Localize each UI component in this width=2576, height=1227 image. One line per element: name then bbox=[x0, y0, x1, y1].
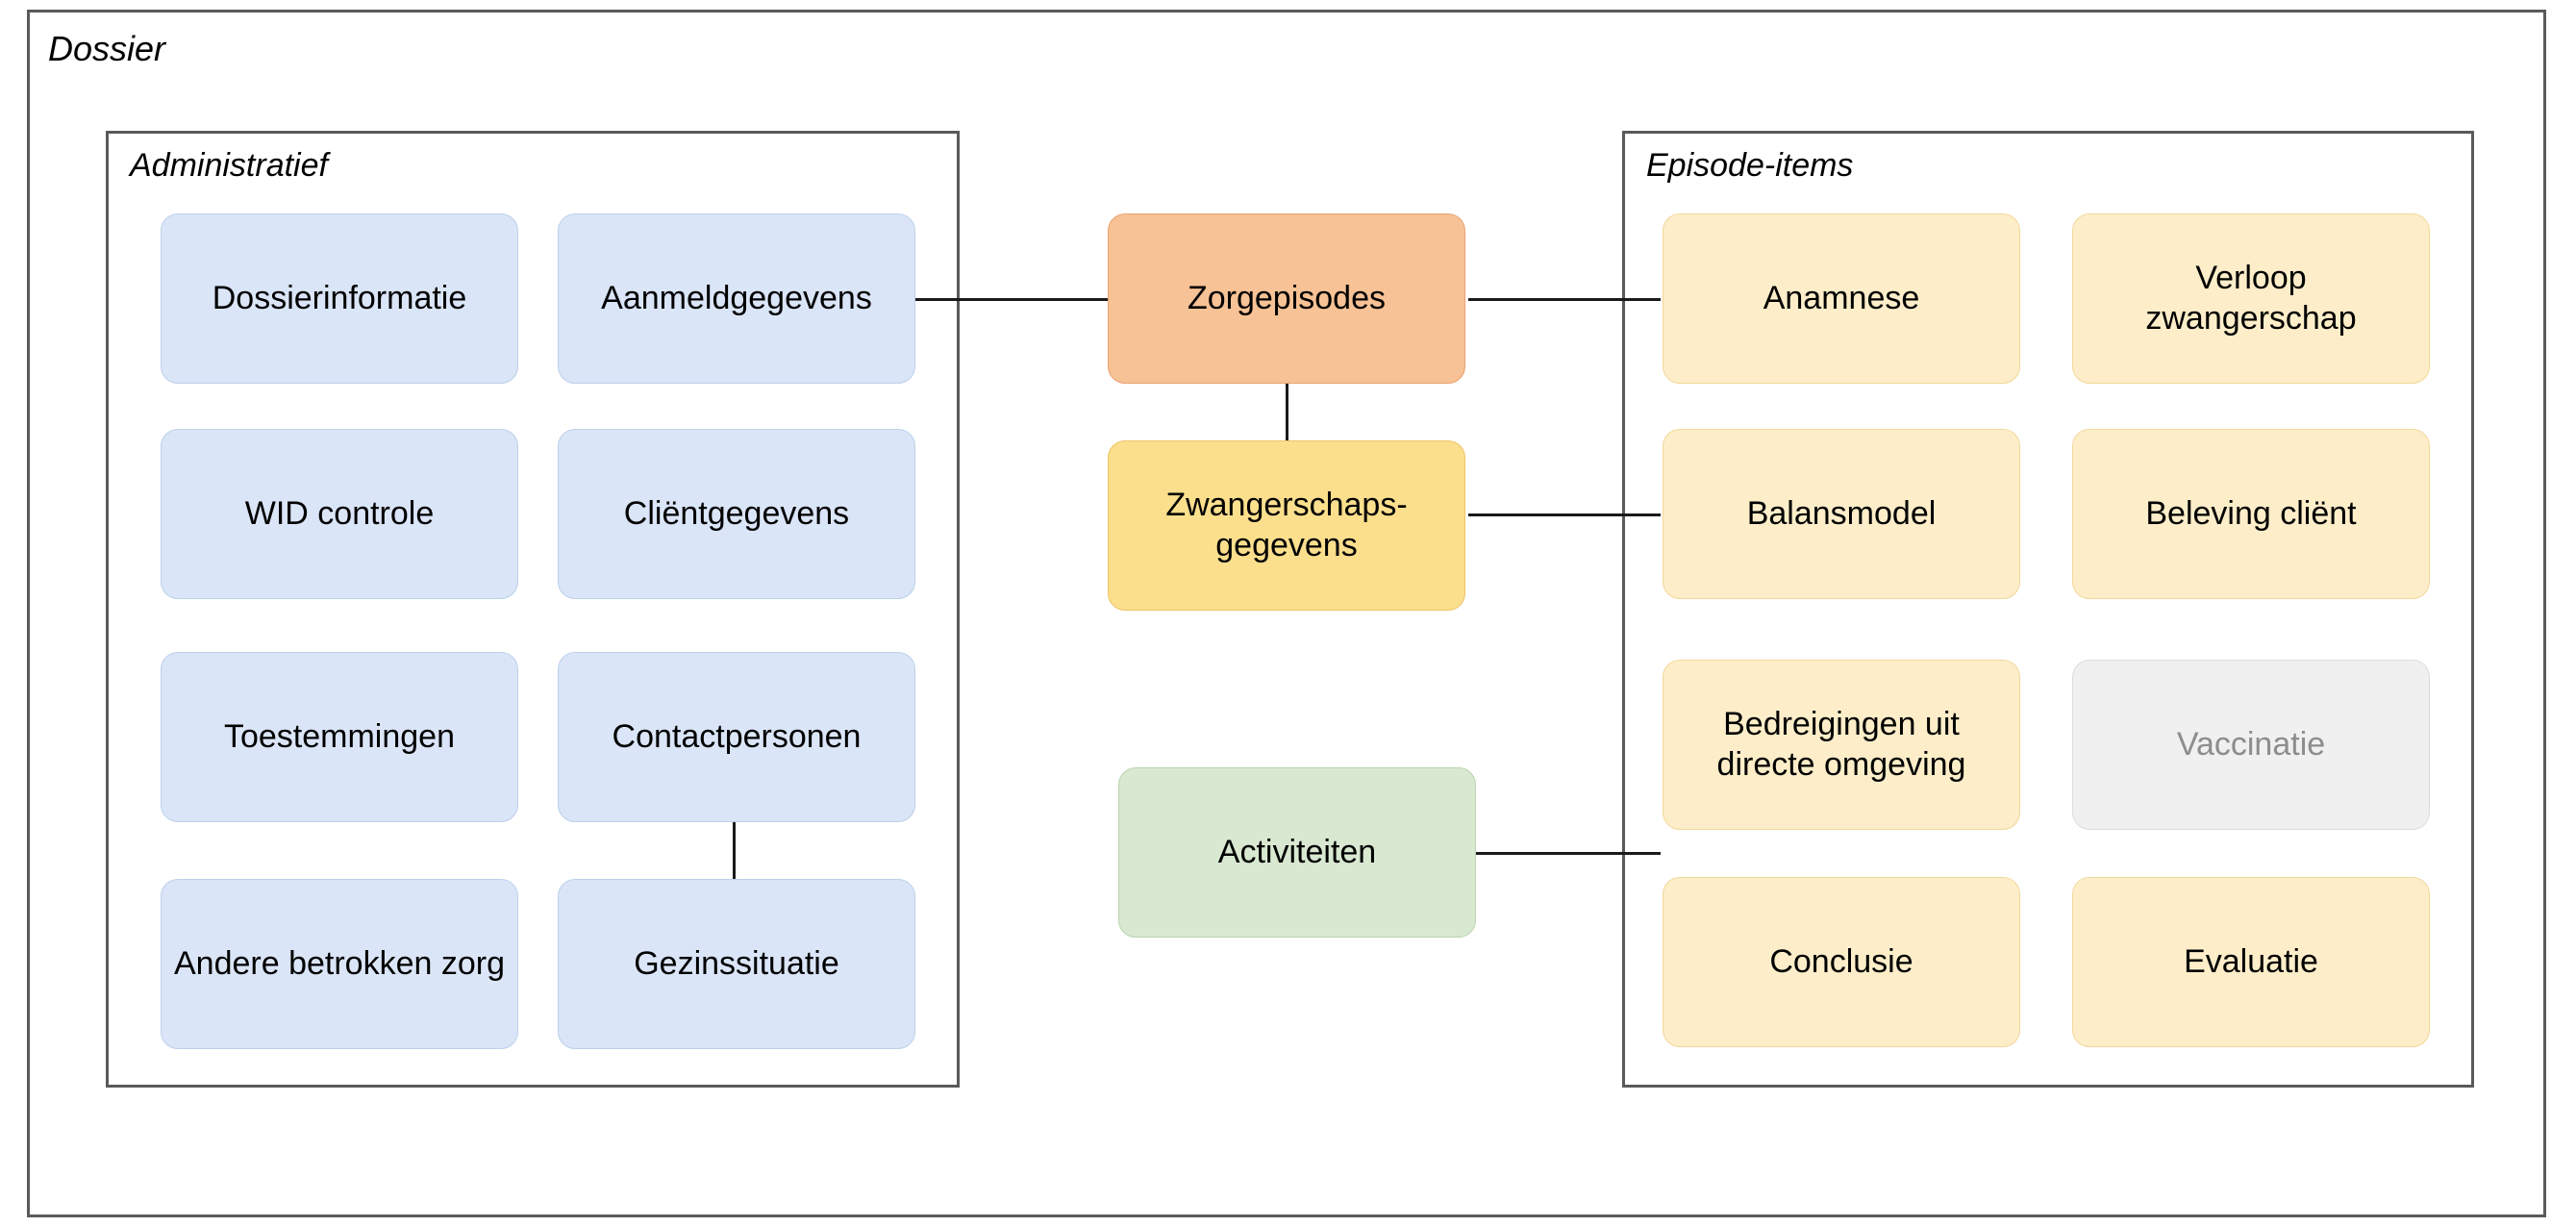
node-anamnese-label: Anamnese bbox=[1763, 279, 1920, 316]
connector-contactpersonen-gezinssituatie bbox=[733, 813, 736, 880]
node-zwangerschapsgegevens[interactable]: Zwangerschaps- gegevens bbox=[1108, 440, 1465, 611]
node-balansmodel-label: Balansmodel bbox=[1746, 494, 1937, 532]
node-vaccinatie-label: Vaccinatie bbox=[2176, 725, 2326, 763]
connector-zwangerschapsgegevens-balansmodel bbox=[1468, 513, 1661, 516]
node-verloop-zwangerschap-label-line1: Verloop bbox=[2195, 260, 2307, 297]
node-clientgegevens-label: Cliëntgegevens bbox=[623, 494, 850, 532]
node-conclusie[interactable]: Conclusie bbox=[1663, 877, 2020, 1047]
node-contactpersonen[interactable]: Contactpersonen bbox=[558, 652, 915, 822]
panel-episode-items-title: Episode-items bbox=[1646, 147, 1854, 184]
node-wid-controle[interactable]: WID controle bbox=[161, 429, 518, 599]
node-vaccinatie[interactable]: Vaccinatie bbox=[2072, 660, 2430, 830]
dossier-title: Dossier bbox=[48, 29, 166, 68]
node-dossierinformatie-label: Dossierinformatie bbox=[212, 279, 467, 316]
node-gezinssituatie[interactable]: Gezinssituatie bbox=[558, 879, 915, 1049]
node-beleving-client[interactable]: Beleving cliënt bbox=[2072, 429, 2430, 599]
node-activiteiten-label: Activiteiten bbox=[1217, 833, 1377, 870]
connector-zorgepisodes-anamnese bbox=[1468, 298, 1661, 301]
node-dossierinformatie[interactable]: Dossierinformatie bbox=[161, 213, 518, 384]
node-evaluatie[interactable]: Evaluatie bbox=[2072, 877, 2430, 1047]
node-zwangerschapsgegevens-label-line1: Zwangerschaps- bbox=[1165, 487, 1408, 524]
connector-zorgepisodes-zwangerschapsgegevens bbox=[1286, 383, 1288, 442]
node-wid-controle-label: WID controle bbox=[244, 494, 435, 532]
node-bedreigingen-uit-directe-omgeving[interactable]: Bedreigingen uit directe omgeving bbox=[1663, 660, 2020, 830]
node-conclusie-label: Conclusie bbox=[1769, 942, 1913, 980]
node-contactpersonen-label: Contactpersonen bbox=[612, 717, 862, 755]
node-clientgegevens[interactable]: Cliëntgegevens bbox=[558, 429, 915, 599]
node-activiteiten[interactable]: Activiteiten bbox=[1118, 767, 1476, 938]
node-aanmeldgegevens[interactable]: Aanmeldgegevens bbox=[558, 213, 915, 384]
node-zwangerschapsgegevens-label-line2: gegevens bbox=[1215, 526, 1358, 563]
node-toestemmingen-label: Toestemmingen bbox=[223, 717, 455, 755]
node-zorgepisodes-label: Zorgepisodes bbox=[1187, 279, 1386, 316]
connector-aanmeldgegevens-zorgepisodes bbox=[915, 298, 1108, 301]
node-andere-betrokken-zorg[interactable]: Andere betrokken zorg bbox=[161, 879, 518, 1049]
node-bedreigingen-label-line1: Bedreigingen uit bbox=[1723, 706, 1960, 743]
node-beleving-client-label: Beleving cliënt bbox=[2145, 494, 2357, 532]
node-evaluatie-label: Evaluatie bbox=[2184, 942, 2318, 980]
connector-activiteiten-episode-items bbox=[1468, 852, 1661, 855]
node-andere-betrokken-zorg-label: Andere betrokken zorg bbox=[174, 944, 505, 982]
node-zorgepisodes[interactable]: Zorgepisodes bbox=[1108, 213, 1465, 384]
node-bedreigingen-label-line2: directe omgeving bbox=[1716, 745, 1966, 783]
node-verloop-zwangerschap[interactable]: Verloop zwangerschap bbox=[2072, 213, 2430, 384]
node-aanmeldgegevens-label: Aanmeldgegevens bbox=[601, 279, 872, 316]
node-toestemmingen[interactable]: Toestemmingen bbox=[161, 652, 518, 822]
node-anamnese[interactable]: Anamnese bbox=[1663, 213, 2020, 384]
panel-administratief-title: Administratief bbox=[130, 147, 328, 184]
node-gezinssituatie-label: Gezinssituatie bbox=[634, 944, 839, 982]
node-balansmodel[interactable]: Balansmodel bbox=[1663, 429, 2020, 599]
node-verloop-zwangerschap-label-line2: zwangerschap bbox=[2145, 299, 2357, 337]
